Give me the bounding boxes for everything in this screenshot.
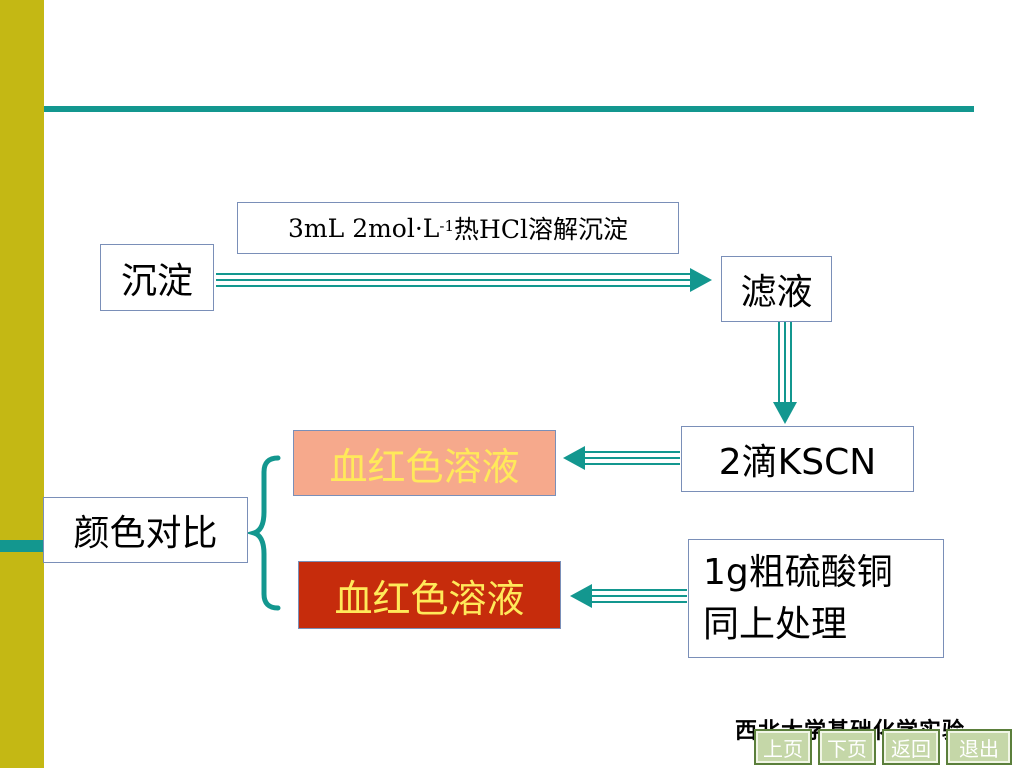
copper-line-1: 1g粗硫酸铜	[703, 551, 893, 593]
node-crude-copper-sulfate: 1g粗硫酸铜 同上处理	[688, 539, 944, 658]
sidebar-accent-strip	[0, 540, 44, 552]
node-result-light: 血红色溶液	[293, 430, 556, 496]
arrow-precipitate-to-filtrate	[216, 268, 712, 292]
copper-line-2: 同上处理	[703, 603, 848, 645]
node-filtrate: 滤液	[721, 256, 832, 322]
exit-button[interactable]: 退出	[946, 729, 1012, 765]
node-result-dark: 血红色溶液	[298, 561, 561, 629]
arrow-filtrate-to-kscn	[773, 322, 797, 424]
arrow-copper-to-result	[570, 584, 687, 608]
return-button[interactable]: 返回	[882, 729, 940, 765]
prev-page-button[interactable]: 上页	[754, 729, 812, 765]
sidebar-bar	[0, 0, 44, 768]
arrow-kscn-to-result	[563, 446, 680, 470]
next-page-button[interactable]: 下页	[818, 729, 876, 765]
title-rule	[44, 106, 974, 112]
comparison-brace	[245, 455, 281, 611]
reagent-note-suffix: 热HCl溶解沉淀	[454, 215, 628, 244]
node-precipitate: 沉淀	[100, 244, 214, 311]
node-kscn: 2滴KSCN	[681, 426, 914, 492]
node-color-compare: 颜色对比	[43, 497, 248, 563]
reagent-note-prefix: 3mL 2mol·L	[288, 213, 440, 243]
reagent-note-superscript: -1	[439, 217, 455, 235]
